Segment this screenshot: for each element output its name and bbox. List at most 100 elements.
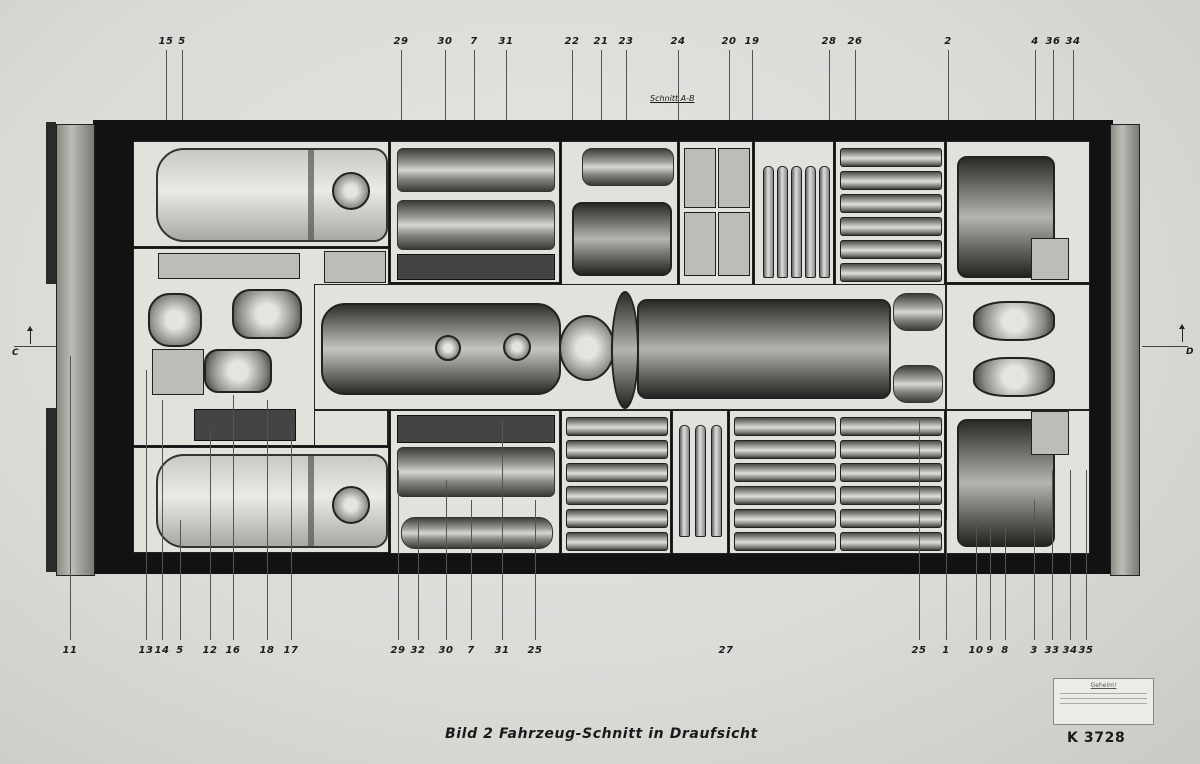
callout-bottom: 31 (494, 645, 510, 656)
callout-top: 7 (470, 36, 478, 47)
callout-top: 19 (744, 36, 760, 47)
callout-bottom: 35 (1078, 645, 1094, 656)
reference-number: K 3728 (1067, 730, 1126, 746)
callout-top: 23 (618, 36, 634, 47)
rear-armor-plate (1110, 124, 1140, 576)
callout-top: 15 (158, 36, 174, 47)
callout-top: 30 (437, 36, 453, 47)
ammo-rack-vertical-lower (672, 410, 728, 554)
floor-hatch (194, 409, 296, 441)
front-armor-plate (56, 124, 95, 576)
auxiliary-tank (582, 148, 674, 186)
terminal-box (1031, 411, 1069, 455)
callout-bottom: 14 (154, 645, 170, 656)
battery (718, 212, 750, 276)
figure-caption: Bild 2 Fahrzeug-Schnitt in Draufsicht (445, 726, 758, 742)
shell (777, 166, 788, 278)
callout-top: 36 (1045, 36, 1061, 47)
callout-top: 21 (593, 36, 609, 47)
auxiliary-engine (572, 202, 672, 276)
left-flange-upper (46, 122, 56, 284)
callout-bottom: 25 (527, 645, 543, 656)
callout-bottom: 13 (138, 645, 154, 656)
battery (684, 148, 716, 208)
panel-box (324, 251, 386, 283)
battery (684, 212, 716, 276)
fuel-tank-upper (156, 148, 388, 242)
callout-bottom: 27 (718, 645, 734, 656)
callout-top: 22 (564, 36, 580, 47)
auxiliary-generator-bay (561, 141, 678, 287)
battery (718, 148, 750, 208)
ammo-rack-horizontal-lower-2 (729, 410, 945, 554)
callout-bottom: 8 (1001, 645, 1009, 656)
callout-top: 2 (944, 36, 952, 47)
generator-duct-lower (893, 365, 943, 403)
callout-bottom: 29 (390, 645, 406, 656)
valve-box (314, 410, 388, 446)
callout-top: 4 (1031, 36, 1039, 47)
ammo-rack-horizontal-upper (835, 141, 945, 287)
engine-generator-compartment (314, 284, 946, 410)
radiator-upper (397, 148, 555, 192)
battery-bay (679, 141, 753, 287)
ammo-rack-vertical-upper (754, 141, 834, 287)
radiator-bay-upper (390, 141, 560, 283)
callout-top: 24 (670, 36, 686, 47)
flywheel (611, 291, 639, 409)
section-label: Schnitt A-B (650, 94, 695, 103)
final-drive-bay (946, 284, 1090, 410)
callout-bottom: 10 (968, 645, 984, 656)
cooling-fan-housing (397, 200, 555, 250)
fuel-tank-bay-lower (133, 447, 389, 553)
callout-top: 28 (821, 36, 837, 47)
callout-bottom: 11 (62, 645, 78, 656)
callout-top: 20 (721, 36, 737, 47)
stamp-title: Geheim! (1090, 682, 1117, 689)
main-generator (637, 299, 891, 399)
steering-unit (204, 349, 272, 393)
callout-top: 26 (847, 36, 863, 47)
radiator-lower (397, 447, 555, 497)
callout-bottom: 25 (911, 645, 927, 656)
callout-bottom: 9 (986, 645, 994, 656)
control-box (152, 349, 204, 395)
callout-top: 34 (1065, 36, 1081, 47)
engine-valve (435, 335, 461, 361)
fan-drive-row (397, 415, 555, 443)
fuel-tank-bay-upper (133, 141, 389, 247)
callout-bottom: 16 (225, 645, 241, 656)
security-stamp: Geheim! (1053, 678, 1154, 725)
callout-bottom: 17 (283, 645, 299, 656)
callout-bottom: 32 (410, 645, 426, 656)
ammo-rack-horizontal-lower-1 (561, 410, 671, 554)
main-engine (321, 303, 561, 395)
instrument-rack (158, 253, 300, 279)
fan-drive-row (397, 254, 555, 280)
drive-motor-bay-upper (946, 141, 1090, 283)
final-drive-lower (973, 357, 1055, 397)
shell (805, 166, 816, 278)
generator-duct-upper (893, 293, 943, 331)
shell (819, 166, 830, 278)
exhaust-silencer (401, 517, 553, 549)
callout-bottom: 18 (259, 645, 275, 656)
callout-bottom: 34 (1062, 645, 1078, 656)
tank-cap (332, 172, 370, 210)
callout-bottom: 33 (1044, 645, 1060, 656)
drive-motor-bay-lower (946, 410, 1090, 554)
callout-bottom: 7 (467, 645, 475, 656)
tank-cap (332, 486, 370, 524)
engine-valve (503, 333, 531, 361)
left-flange-lower (46, 408, 56, 572)
callout-top: 29 (393, 36, 409, 47)
callout-bottom: 5 (176, 645, 184, 656)
callout-top: 31 (498, 36, 514, 47)
callout-bottom: 3 (1030, 645, 1038, 656)
fuel-tank-lower (156, 454, 388, 548)
final-drive-upper (973, 301, 1055, 341)
radio-seat (232, 289, 302, 339)
driver-seat (148, 293, 202, 347)
callout-bottom: 1 (942, 645, 950, 656)
coupling (559, 315, 615, 381)
